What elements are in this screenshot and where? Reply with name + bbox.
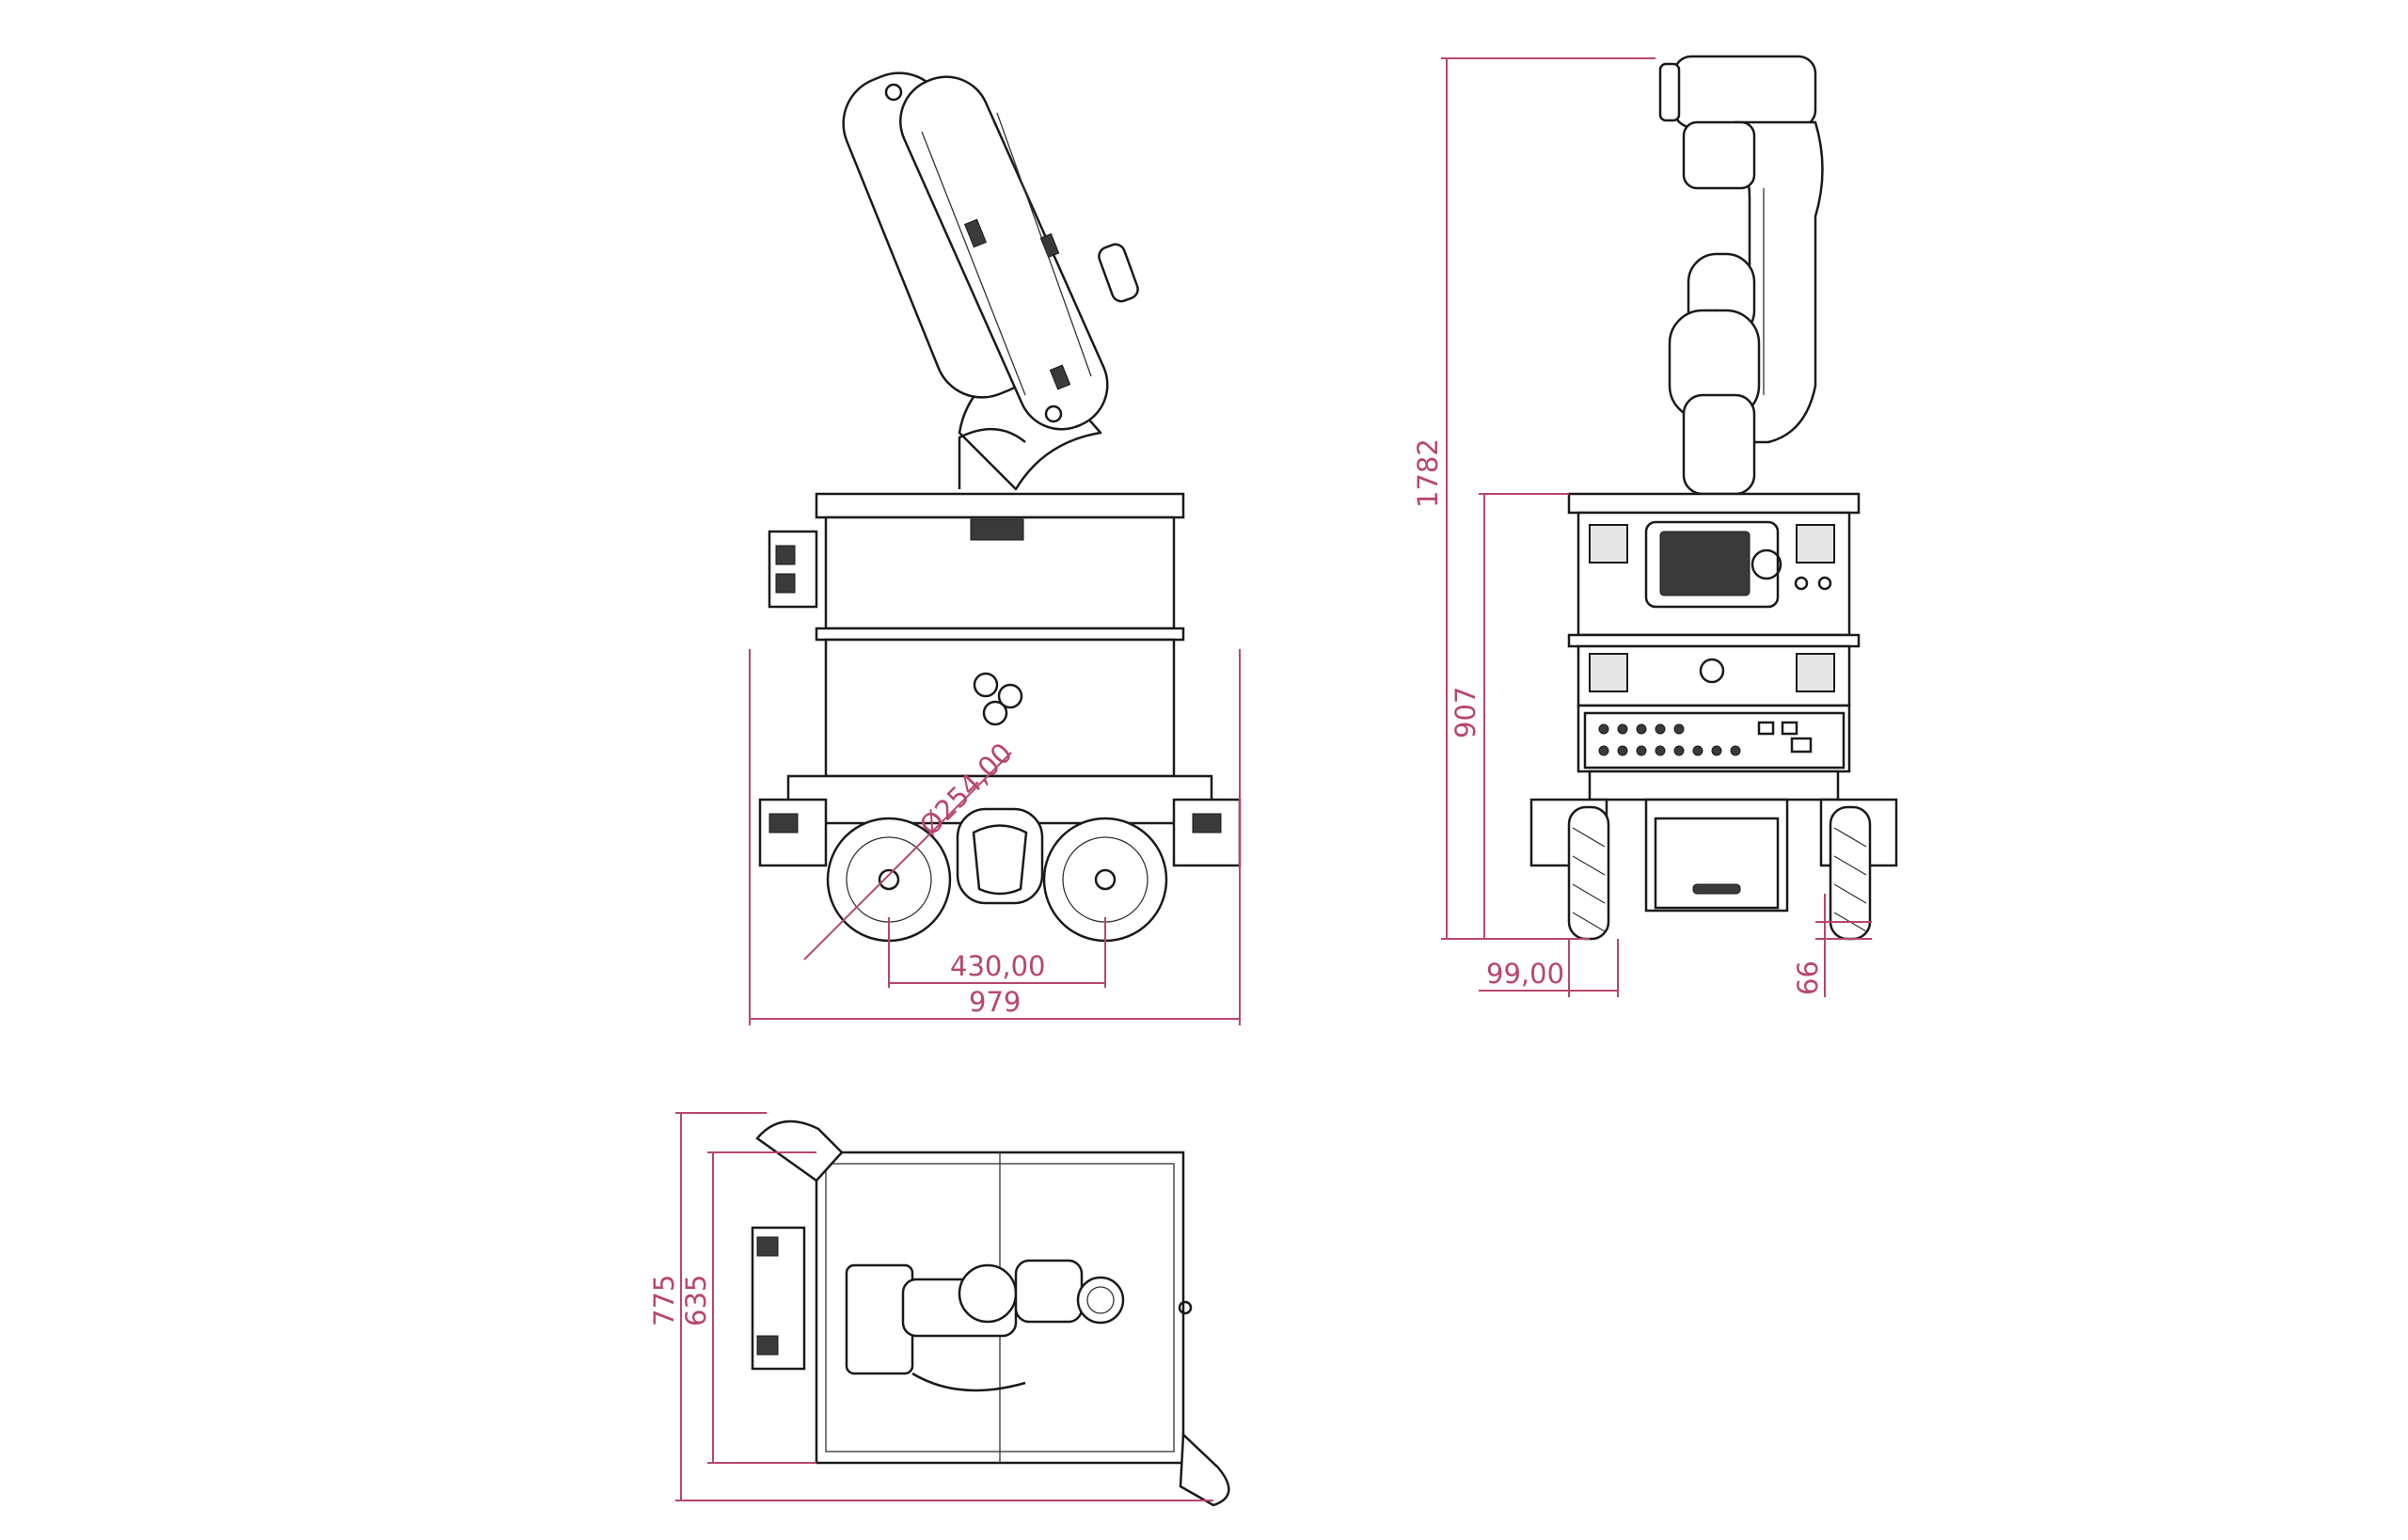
dim-base-height: 907 — [1450, 687, 1481, 738]
top-side-bracket — [751, 1226, 806, 1371]
dim-overall-width: 979 — [969, 986, 1021, 1018]
dim-body-length: 635 — [680, 1275, 712, 1326]
dim-overall-length: 775 — [648, 1275, 680, 1326]
dim-total-height: 1782 — [1412, 438, 1444, 508]
dim-wheel-offset: 99,00 — [1486, 958, 1564, 990]
front-robot-arm — [842, 71, 1139, 491]
side-wheel-left — [1567, 805, 1610, 941]
top-robot-arm — [845, 1259, 1125, 1392]
dim-wheel-spacing: 430,00 — [950, 950, 1045, 982]
front-chassis — [758, 774, 1242, 905]
side-view: 1782 907 99,00 66 — [1412, 55, 1898, 997]
side-dimensions: 1782 907 99,00 66 — [1412, 57, 1872, 997]
side-robot-arm — [1658, 55, 1824, 496]
front-upper-box — [768, 492, 1185, 778]
top-mecanum-wheel-upper-left — [755, 1119, 844, 1183]
dim-ground-clearance: 66 — [1792, 961, 1824, 995]
top-view: 775 635 — [648, 1112, 1230, 1507]
side-control-screen — [1644, 520, 1782, 609]
side-wheel-right — [1829, 805, 1872, 941]
top-dimensions: 775 635 — [648, 1112, 1213, 1501]
top-mecanum-wheel-lower-right — [1179, 1432, 1230, 1507]
front-view: Ø254,00 430,00 979 — [749, 71, 1242, 1025]
side-upper-box — [1567, 492, 1861, 773]
front-side-bracket — [768, 530, 818, 609]
side-io-panel — [1583, 711, 1846, 770]
